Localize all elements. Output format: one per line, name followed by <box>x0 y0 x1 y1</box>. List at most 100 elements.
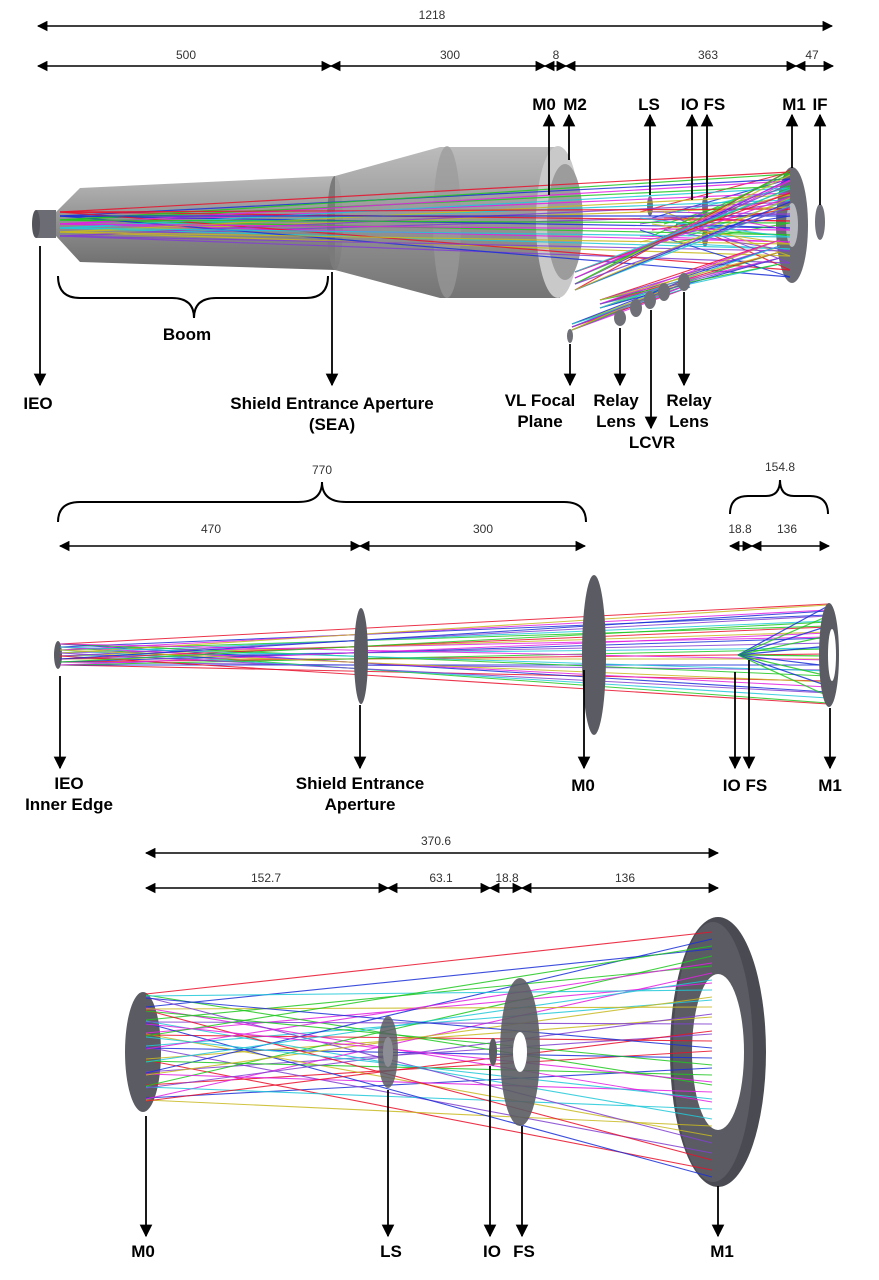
ray-top-return <box>651 223 791 245</box>
ray-bottom <box>145 979 713 1063</box>
ray-top <box>59 208 791 213</box>
label-m1-middle: M1 <box>818 776 842 795</box>
label-vl-line1: VL Focal <box>505 391 576 410</box>
ray-middle <box>59 621 829 663</box>
ray-top-m2 <box>574 206 791 285</box>
ray-bottom <box>145 1006 713 1010</box>
ray-top-return <box>687 229 791 236</box>
label-vl-line2: Plane <box>517 412 562 431</box>
top-dimensions: 1218 500 300 8 363 47 <box>36 8 835 72</box>
ray-middle-return <box>737 654 829 697</box>
dim-b-seg1-label: 152.7 <box>251 871 281 885</box>
ray-bottom <box>145 931 713 995</box>
dim-b-seg3-label: 18.8 <box>495 871 519 885</box>
dim-m-seg2-label: 300 <box>473 522 493 536</box>
ray-bottom <box>145 1030 713 1102</box>
panel-middle: 770 470 300 154.8 18.8 136 I <box>25 460 842 814</box>
label-relay-b-line2: Lens <box>669 412 709 431</box>
label-relay-b-line1: Relay <box>666 391 712 410</box>
ray-middle <box>59 609 829 651</box>
ray-top-branch <box>599 251 781 309</box>
ray-middle <box>59 625 829 651</box>
dim-seg2-label: 300 <box>440 48 460 62</box>
sea-disc <box>354 608 368 704</box>
dim-m-seg4-label: 136 <box>777 522 797 536</box>
ray-top-return <box>663 215 791 237</box>
dim-b-seg4-label: 136 <box>615 871 635 885</box>
ray-bottom <box>145 989 713 997</box>
ray-bottom <box>145 945 713 1037</box>
lcvr-element <box>644 291 656 309</box>
ray-middle <box>59 655 829 705</box>
middle-right-brace <box>729 479 829 515</box>
ray-middle <box>59 642 829 660</box>
dim-left-total-label: 770 <box>312 463 332 477</box>
dim-m-seg1-label: 470 <box>201 522 221 536</box>
ray-middle-return <box>737 635 829 656</box>
label-ieo: IEO <box>23 394 52 413</box>
label-io-fs: IO FS <box>681 95 725 114</box>
label-sea-m-line2: Aperture <box>325 795 396 814</box>
label-m0: M0 <box>532 95 556 114</box>
panel-bottom: 370.6 152.7 63.1 18.8 136 M0 LS <box>125 834 766 1261</box>
ray-middle <box>59 637 829 663</box>
middle-left-brace <box>57 481 587 523</box>
ray-top-return <box>651 208 791 231</box>
dim-right-total-label: 154.8 <box>765 460 795 474</box>
label-relay-a-line1: Relay <box>593 391 639 410</box>
ray-top-branch <box>599 245 781 309</box>
ray-middle <box>59 631 829 657</box>
ray-top-m2 <box>574 188 791 273</box>
ray-top-m2 <box>574 170 791 285</box>
ray-top <box>59 219 791 224</box>
top-leader-arrows <box>33 113 827 430</box>
ray-middle <box>59 615 829 657</box>
label-m1-bottom: M1 <box>710 1242 734 1261</box>
ray-top-branch <box>599 257 781 301</box>
ray-bottom <box>145 1036 713 1100</box>
ray-middle <box>59 632 829 666</box>
ray-top-m2 <box>574 197 791 291</box>
ray-top-m2 <box>574 179 791 279</box>
ray-bottom <box>145 1013 713 1089</box>
label-m1: M1 <box>782 95 806 114</box>
label-ieo-inner-line2: Inner Edge <box>25 795 113 814</box>
ray-top-branch <box>599 251 781 301</box>
dim-b-seg2-label: 63.1 <box>429 871 453 885</box>
ray-top <box>59 231 791 245</box>
ray-bottom <box>145 1007 713 1103</box>
ray-middle-return <box>737 654 829 677</box>
middle-leader-arrows <box>53 660 837 770</box>
dim-seg5-label: 47 <box>805 48 819 62</box>
m0-disc <box>582 575 606 735</box>
ray-top <box>59 173 791 221</box>
ray-middle-return <box>737 615 829 656</box>
ray-bottom <box>145 997 713 1049</box>
ray-middle-return <box>737 654 829 657</box>
ray-middle <box>59 603 829 645</box>
ray-top-m2 <box>574 196 791 273</box>
ray-middle <box>59 636 829 654</box>
label-io-fs-middle: IO FS <box>723 776 767 795</box>
ray-bottom <box>145 1010 713 1066</box>
relay-lens-a <box>614 310 626 326</box>
ray-middle <box>59 620 829 654</box>
ray-middle <box>59 610 829 660</box>
middle-dimensions: 770 470 300 154.8 18.8 136 <box>57 460 831 552</box>
relay-lens-b <box>678 273 690 291</box>
ray-middle-return <box>737 654 829 687</box>
label-ls: LS <box>638 95 660 114</box>
ray-middle <box>59 604 829 654</box>
ray-bottom <box>145 1023 713 1083</box>
label-relay-a-line2: Lens <box>596 412 636 431</box>
ray-top <box>59 235 791 252</box>
label-m0-middle: M0 <box>571 776 595 795</box>
ray-bottom <box>145 994 713 1086</box>
ray-top-branch <box>599 245 781 301</box>
ray-bottom <box>145 1086 713 1110</box>
dim-seg4-label: 363 <box>698 48 718 62</box>
ray-middle <box>59 643 829 661</box>
label-if: IF <box>812 95 827 114</box>
label-ls-bottom: LS <box>380 1242 402 1261</box>
ray-top-branch <box>599 257 781 309</box>
